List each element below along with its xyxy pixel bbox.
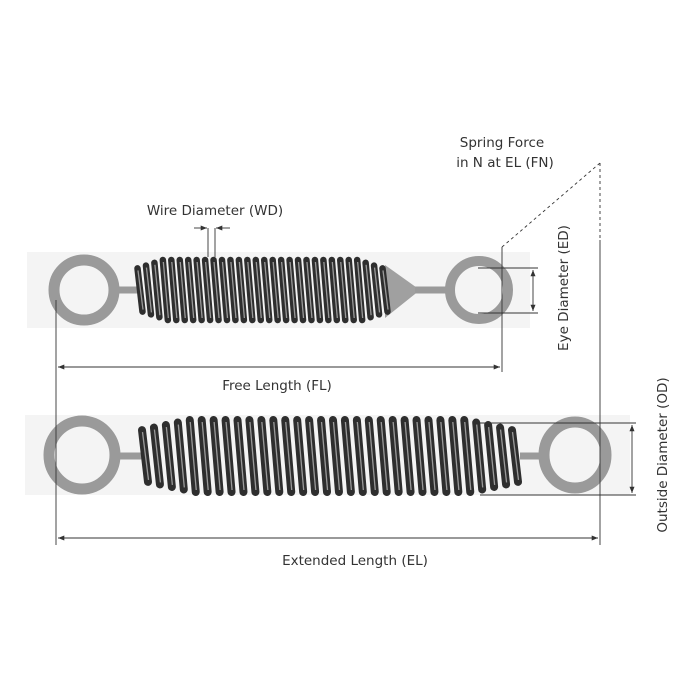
coil-highlight (145, 267, 153, 313)
free-length-label: Free Length (FL) (222, 378, 332, 394)
coil-highlight (255, 261, 262, 319)
coil-highlight (476, 424, 484, 488)
coils-free (134, 256, 391, 324)
coil-highlight (314, 261, 322, 319)
coil-highlight (320, 421, 329, 491)
coil-highlight (213, 421, 221, 491)
coil-highlight (201, 421, 209, 491)
free-spring (48, 254, 513, 326)
spring-force-dashed-diagonal (501, 162, 601, 248)
coil-highlight (154, 264, 161, 316)
coil-highlight (273, 421, 281, 491)
right-eye-extended (538, 416, 612, 494)
coil-highlight (225, 421, 233, 491)
coil-highlight (153, 429, 162, 483)
eye-diameter-label: Eye Diameter (ED) (556, 225, 572, 351)
coil-highlight (141, 431, 150, 481)
coil-highlight (188, 261, 195, 319)
coil-highlight (404, 421, 412, 491)
wire-diameter-label: Wire Diameter (WD) (147, 203, 283, 219)
coil-highlight (382, 270, 389, 310)
outside-diameter-label: Outside Diameter (OD) (655, 377, 671, 532)
coil-highlight (247, 261, 254, 319)
coil-highlight (487, 426, 496, 486)
coil-highlight (440, 421, 448, 491)
extended-spring (43, 415, 612, 496)
coil-highlight (308, 421, 317, 491)
coil-highlight (230, 261, 237, 319)
extended-length-label: Extended Length (EL) (282, 553, 428, 569)
coil-highlight (464, 421, 472, 491)
coil-highlight (392, 421, 400, 491)
coil-highlight (272, 261, 279, 319)
spring-force-label-line2: in N at EL (FN) (456, 155, 554, 171)
coil-highlight (297, 261, 305, 319)
dimension-lines (55, 162, 636, 545)
coil-highlight (365, 264, 372, 316)
coil-highlight (261, 421, 269, 491)
coil-highlight (356, 421, 364, 491)
spring-force-label-line1: Spring Force (460, 135, 544, 151)
coil-highlight (189, 421, 197, 491)
coil-highlight (171, 261, 178, 319)
coil-highlight (332, 421, 341, 491)
coil-highlight (452, 421, 460, 491)
coil-highlight (357, 261, 364, 319)
coil-highlight (306, 261, 313, 319)
coil-highlight (249, 421, 257, 491)
coil-highlight (221, 261, 229, 319)
coils-extended (138, 416, 522, 496)
coil-highlight (179, 261, 186, 319)
coil-highlight (373, 267, 381, 313)
right-eye-free (445, 256, 513, 324)
coil-highlight (368, 421, 376, 491)
coil-highlight (380, 421, 388, 491)
coil-highlight (340, 261, 347, 319)
coil-highlight (196, 261, 203, 319)
coil-highlight (238, 261, 246, 319)
coil-highlight (289, 261, 296, 319)
coil-highlight (280, 261, 288, 319)
coil-highlight (165, 426, 174, 486)
coil-highlight (348, 261, 355, 319)
coil-highlight (428, 421, 436, 491)
coil-highlight (323, 261, 330, 319)
coil-highlight (297, 421, 305, 491)
coil-highlight (237, 421, 245, 491)
coil-highlight (416, 421, 424, 491)
coil-highlight (331, 261, 338, 319)
coil-highlight (204, 261, 212, 319)
coil-highlight (499, 429, 508, 483)
cone-end-free (385, 265, 420, 318)
coil-highlight (137, 270, 144, 310)
coil-highlight (162, 261, 169, 319)
coil-highlight (177, 424, 185, 488)
coil-highlight (511, 431, 520, 481)
coil-highlight (344, 421, 353, 491)
coil-highlight (285, 421, 293, 491)
coil-highlight (264, 261, 271, 319)
coil-highlight (213, 261, 220, 319)
